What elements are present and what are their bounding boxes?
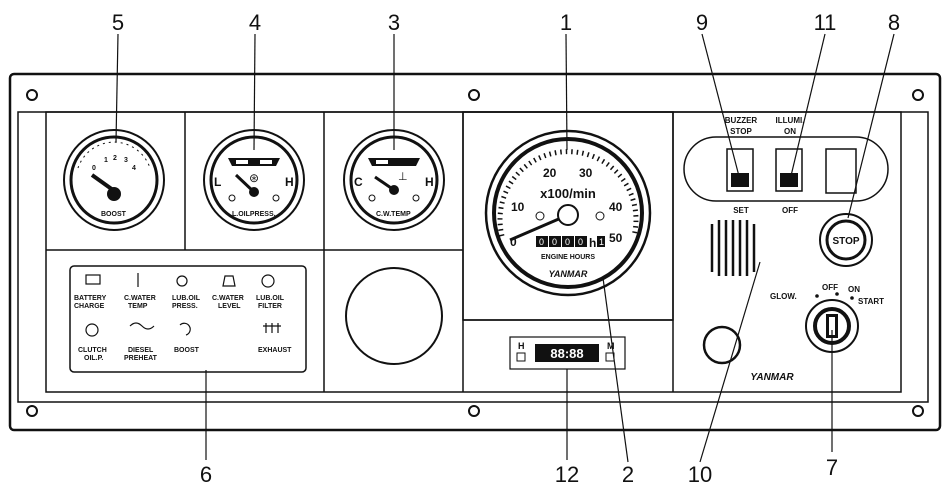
boost-gauge-label: BOOST [101,211,127,218]
callout-3: 3 [388,10,400,35]
callout-8: 8 [888,10,900,35]
callout-10: 10 [688,462,712,487]
tachometer: 0 10 20 30 40 50 x100/min 0 0 0 0 1 h EN… [484,129,652,297]
alarm-preheat-line2: PREHEAT [124,355,158,362]
tach-tick-0: 0 [510,235,517,249]
callout-9: 9 [696,10,708,35]
alarm-water-temp-line2: TEMP [128,303,148,310]
tach-tick-10: 10 [511,200,525,214]
exhaust-icon [263,323,281,333]
callout-12: 12 [555,462,579,487]
key-switch[interactable] [805,299,859,353]
hour-meter-m: M [607,341,615,351]
tach-brand: YANMAR [549,269,588,279]
callout-1: 1 [560,10,572,35]
engine-hours-label: ENGINE HOURS [541,254,595,261]
oil-pressure-high: H [285,175,294,189]
water-temp-low: C [354,175,363,189]
alarm-boost-line1: BOOST [174,347,200,354]
turbo-icon [179,322,191,336]
callout-2: 2 [622,462,634,487]
key-off-label: OFF [822,283,838,292]
tach-tick-30: 30 [579,166,593,180]
hour-digit-2: 0 [552,237,557,247]
alarm-oil-filter-line1: LUB.OIL [256,295,285,302]
boost-tick-3: 3 [124,157,128,164]
alarm-oil-filter-line2: FILTER [258,303,282,310]
alarm-clutch-line1: CLUTCH [78,347,107,354]
hour-unit: h [589,236,596,250]
water-temp-label: C.W.TEMP [376,211,411,218]
buzzer-grille [710,220,756,276]
tach-unit: x100/min [540,186,596,201]
alarm-battery-line1: BATTERY [74,295,107,302]
oil-pressure-low: L [214,175,221,189]
battery-icon [85,274,101,285]
key-start-label: START [858,297,884,306]
buzzer-label-line1: BUZZER [725,116,758,125]
callout-5: 5 [112,10,124,35]
outer-panel [8,72,942,432]
hour-digit-5: 1 [599,237,604,247]
hour-meter-h: H [518,341,525,351]
oil-filter-icon [261,274,275,288]
water-temp-high: H [425,175,434,189]
buzzer-label-bottom: SET [733,206,749,215]
accessory-plug [702,325,742,365]
alarm-preheat-line1: DIESEL [128,347,154,354]
boost-tick-0: 0 [92,165,96,172]
boost-tick-1: 1 [104,157,108,164]
buzzer-switch[interactable] [726,148,754,192]
hour-digit-3: 0 [565,237,570,247]
alarm-water-level-line1: C.WATER [212,295,244,302]
alarm-lamp-panel: BATTERY CHARGE C.WATER TEMP LUB.OIL PRES… [69,265,307,373]
callout-11: 11 [814,10,837,35]
oil-can-icon [176,275,188,287]
alarm-oil-press-line1: LUB.OIL [172,295,201,302]
illumi-label-bottom: OFF [782,206,798,215]
illumination-switch[interactable] [775,148,803,192]
mounting-holes [26,89,924,417]
callout-4: 4 [249,10,261,35]
boost-tick-4: 4 [132,165,136,172]
clutch-icon [85,323,99,337]
hour-meter-display: 88:88 [550,346,583,361]
panel-brand: YANMAR [750,372,794,383]
alarm-clutch-line2: OIL.P. [84,355,103,362]
stop-button[interactable]: STOP [819,213,873,267]
spare-switch-blank [825,148,857,194]
hour-meter: H M 88:88 [509,336,626,370]
alarm-exhaust-line1: EXHAUST [258,347,292,354]
oil-can-icon: ⊛ [249,171,259,185]
alarm-water-temp-line1: C.WATER [124,295,156,302]
callout-7: 7 [826,455,838,480]
leader-lines [115,33,895,463]
oil-pressure-label: L.OILPRESS. [232,211,276,218]
preheat-coil-icon [129,322,155,330]
tach-tick-20: 20 [543,166,557,180]
alarm-oil-press-line2: PRESS. [172,303,198,310]
blank-cover [345,267,443,365]
hour-counter: 0 0 0 0 1 h [536,236,605,250]
stop-button-label: STOP [832,236,859,247]
buzzer-label-line2: STOP [730,127,752,136]
hour-digit-1: 0 [539,237,544,247]
thermometer-icon: ⊥ [398,171,408,183]
hour-digit-4: 0 [578,237,583,247]
alarm-water-level-line2: LEVEL [218,303,241,310]
illumi-label-line2: ON [784,127,796,136]
key-glow-label: GLOW. [770,292,797,301]
water-level-icon [222,275,236,287]
water-temp-gauge: C H ⊥ C.W.TEMP [343,129,445,231]
section-dividers [46,111,674,392]
tach-tick-50: 50 [609,231,623,245]
boost-tick-2: 2 [113,155,117,162]
illumi-label-line1: ILLUMI. [776,116,805,125]
tach-tick-40: 40 [609,200,623,214]
alarm-battery-line2: CHARGE [74,303,105,310]
boost-gauge: 0 1 2 3 4 BOOST [63,129,165,231]
key-on-label: ON [848,285,860,294]
callout-6: 6 [200,462,212,487]
